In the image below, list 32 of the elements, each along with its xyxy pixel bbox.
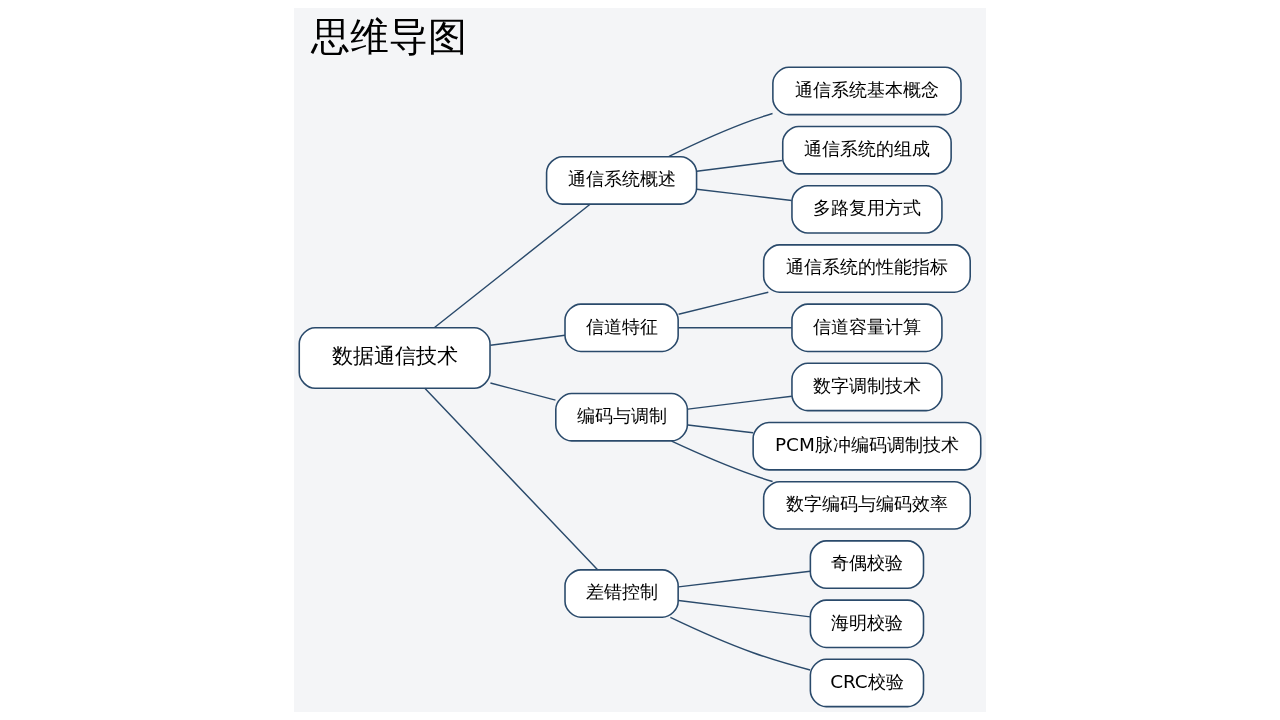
node-box: 通信系统的性能指标: [762, 244, 971, 294]
diagram-title: 思维导图: [311, 13, 468, 60]
connector: [687, 395, 793, 410]
node-box: 数字编码与编码效率: [762, 480, 971, 530]
connector: [669, 616, 811, 671]
connector: [670, 440, 774, 483]
connector: [489, 334, 566, 346]
node-box: 通信系统基本概念: [772, 66, 962, 116]
connector: [424, 387, 599, 571]
connector: [433, 203, 591, 329]
connector: [696, 188, 793, 202]
connector: [677, 327, 793, 329]
node-box: 信道特征: [564, 303, 679, 353]
node-box: 海明校验: [809, 599, 925, 649]
connector: [677, 570, 811, 588]
connector: [687, 424, 754, 434]
connector: [677, 291, 770, 315]
connector: [677, 599, 811, 618]
connector: [696, 159, 784, 172]
node-box: 数据通信技术: [298, 326, 491, 390]
connector: [668, 112, 774, 158]
node-box: 多路复用方式: [791, 184, 943, 234]
node-box: 奇偶校验: [809, 540, 925, 590]
node-box: 差错控制: [564, 569, 679, 618]
node-box: 数字调制技术: [791, 362, 943, 412]
connector: [489, 382, 557, 401]
node-box: CRC校验: [809, 658, 925, 708]
node-box: PCM脉冲编码调制技术: [752, 421, 982, 471]
node-box: 通信系统概述: [545, 155, 698, 205]
node-box: 编码与调制: [555, 392, 689, 442]
node-box: 信道容量计算: [791, 303, 943, 353]
node-box: 通信系统的组成: [781, 125, 952, 175]
